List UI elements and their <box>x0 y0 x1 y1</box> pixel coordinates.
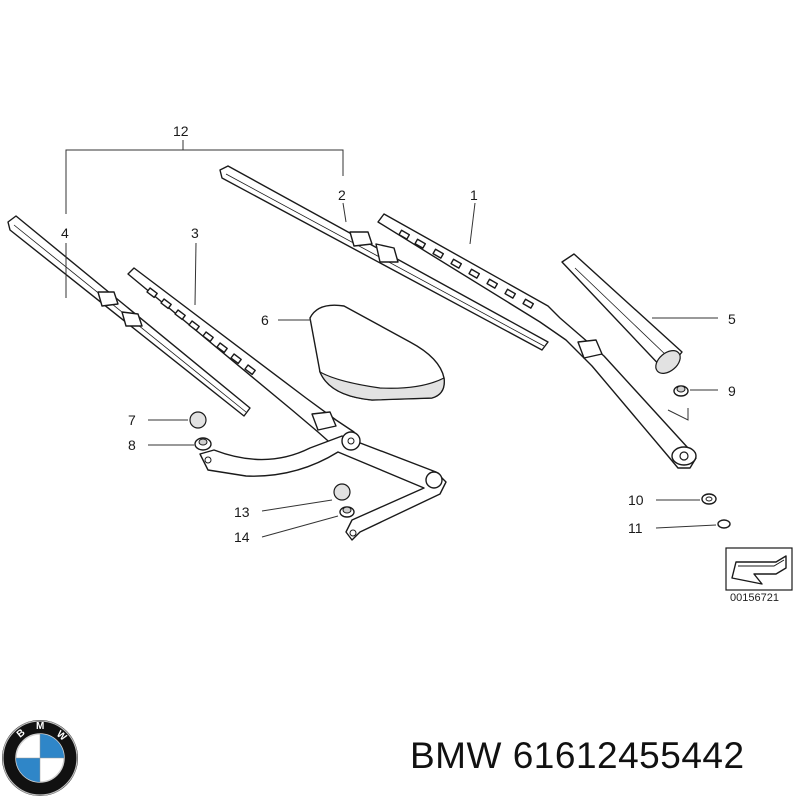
arm-cover <box>561 253 683 374</box>
callout-14: 14 <box>234 529 250 545</box>
arm-slots-right <box>398 229 535 309</box>
cap-7 <box>189 411 207 429</box>
part-number: 61612455442 <box>512 735 745 776</box>
callout-13: 13 <box>234 504 250 520</box>
callout-6: 6 <box>261 312 269 328</box>
callout-7: 7 <box>128 412 136 428</box>
reference-number: 00156721 <box>730 592 779 604</box>
callout-8: 8 <box>128 437 136 453</box>
nut-8 <box>194 437 212 451</box>
callout-10: 10 <box>628 492 644 508</box>
svg-text:M: M <box>36 721 44 732</box>
direction-symbol: 00156721 <box>725 547 793 604</box>
callout-3: 3 <box>191 225 199 241</box>
callout-11: 11 <box>628 520 643 536</box>
callout-5: 5 <box>728 311 736 327</box>
callout-4: 4 <box>61 225 69 241</box>
leader-lines <box>65 202 718 538</box>
wiper-arm-left <box>127 267 355 449</box>
callout-2: 2 <box>338 187 346 203</box>
callout-1: 1 <box>470 187 478 203</box>
bmw-logo: B M W <box>2 720 78 796</box>
brand-name: BMW <box>410 735 502 776</box>
seal-11 <box>717 519 731 529</box>
nut-9 <box>673 385 689 397</box>
wiper-arm-right <box>377 213 697 469</box>
cap-13 <box>333 483 351 501</box>
callout-12: 12 <box>173 123 189 139</box>
linkage <box>199 431 447 541</box>
wiper-blade-left <box>7 215 251 417</box>
nut-14 <box>339 506 355 518</box>
wiper-blade-right <box>219 165 549 351</box>
callout-numbers: 12 2 1 4 3 6 5 9 7 8 10 13 11 14 <box>61 123 736 545</box>
callout-12-bracket <box>65 140 344 214</box>
arm-slots-left <box>146 287 256 376</box>
washer-10 <box>701 493 717 505</box>
trim-cover <box>309 304 445 401</box>
brand-part-label: BMW 61612455442 <box>410 735 745 777</box>
callout-9: 9 <box>728 383 736 399</box>
